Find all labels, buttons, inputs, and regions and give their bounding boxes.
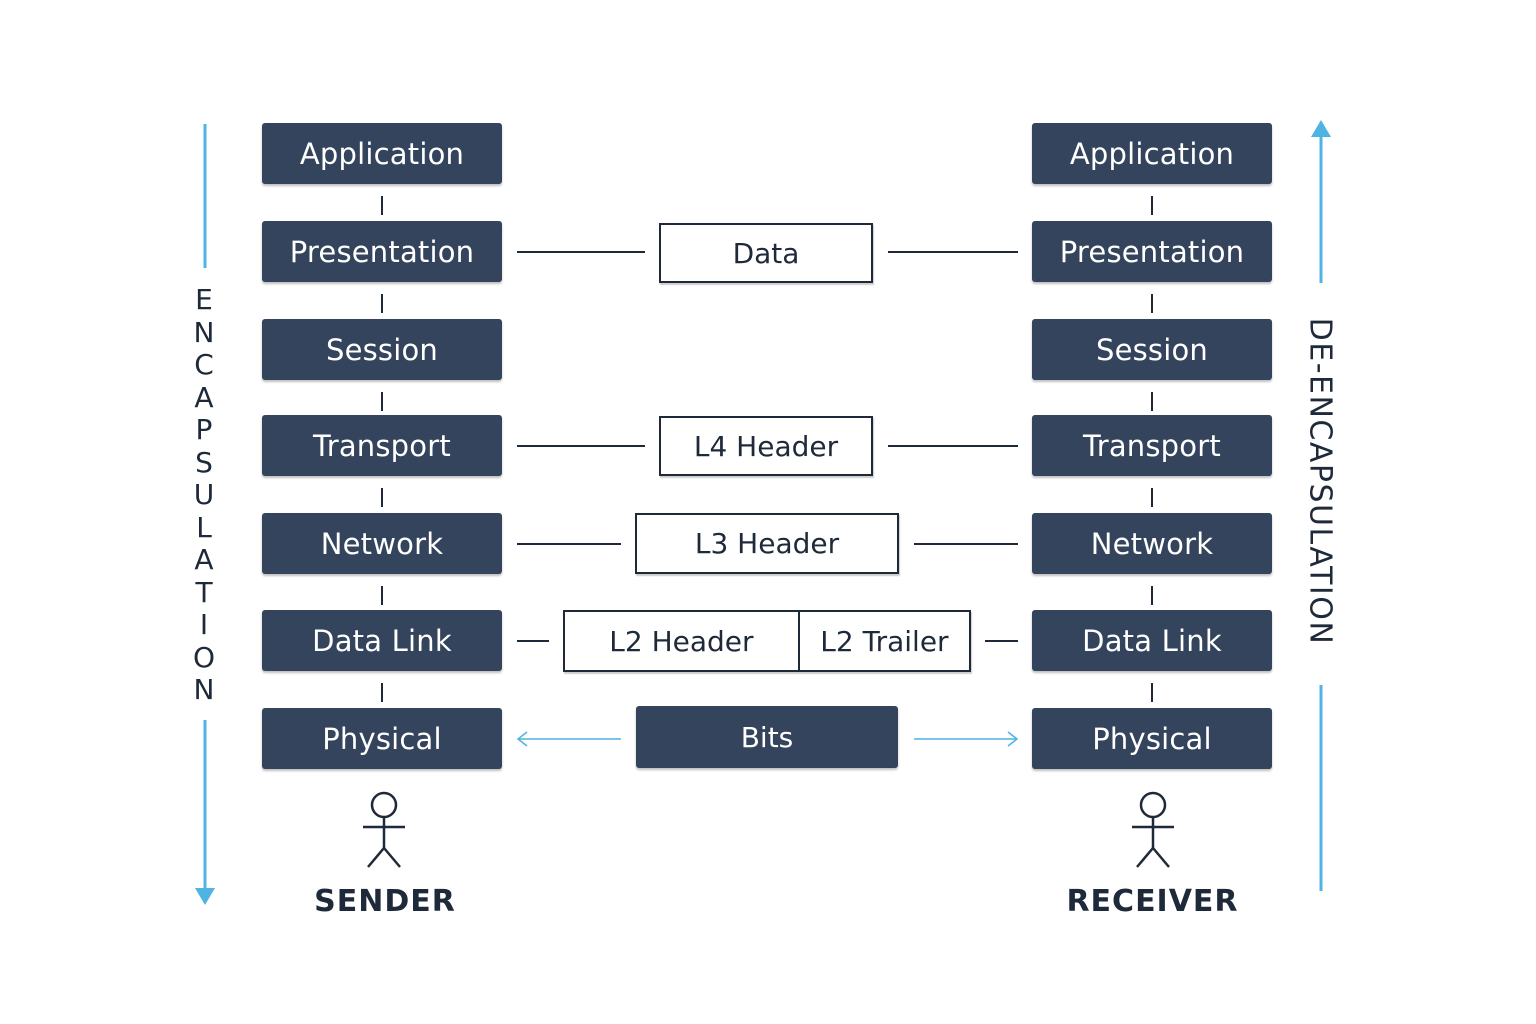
encapsulation-letter: O [192,640,216,674]
encapsulation-letter: L [196,510,212,544]
encapsulation-letter: A [194,543,214,576]
receiver-stick-figure-icon [1132,791,1174,868]
pdu-l4-header: L4 Header [659,416,873,476]
sender-label: SENDER [314,884,456,919]
sender-layer-application: Application [262,123,502,184]
connector-line [517,251,645,253]
connector-line [985,640,1018,642]
sender-layer-data-link: Data Link [262,610,502,671]
pdu-l2-frame: L2 Header L2 Trailer [563,610,971,672]
receiver-layer-network: Network [1032,513,1272,574]
connector-line [517,445,645,447]
bits-arrow-left [516,731,621,747]
sender-layer-session: Session [262,319,502,380]
pdu-bits: Bits [636,706,898,768]
layer-connector [1151,586,1153,605]
connector-line [914,543,1018,545]
pdu-data: Data [659,223,873,283]
sender-layer-physical: Physical [262,708,502,769]
layer-connector [381,294,383,313]
encapsulation-letter: E [195,283,213,316]
encapsulation-arrow [195,124,215,905]
receiver-layer-physical: Physical [1032,708,1272,769]
receiver-label: RECEIVER [1066,884,1239,919]
de-encapsulation-label: DE-ENCAPSULATION [1302,317,1338,646]
receiver-layer-presentation: Presentation [1032,221,1272,282]
layer-connector [1151,683,1153,702]
connector-line [888,251,1018,253]
receiver-layer-session: Session [1032,319,1272,380]
arrow-down-icon [195,888,215,905]
receiver-layer-data-link: Data Link [1032,610,1272,671]
layer-connector [381,683,383,702]
encapsulation-letter: C [194,348,214,381]
encapsulation-letter: A [194,380,214,414]
encapsulation-letter: S [195,445,213,479]
encapsulation-letter: I [199,608,209,641]
pdu-l2-trailer: L2 Trailer [820,624,949,658]
layer-connector [1151,392,1153,411]
bits-arrow-right [914,731,1019,747]
layer-connector [381,586,383,605]
layer-connector [381,488,383,507]
arrow-up-icon [1311,120,1331,137]
connector-line [517,640,549,642]
layer-connector [1151,488,1153,507]
de-encapsulation-arrow [1311,120,1331,891]
sender-layer-transport: Transport [262,415,502,476]
encapsulation-letter: U [193,478,215,511]
encapsulation-letter: N [193,315,215,349]
layer-connector [381,196,383,215]
layer-connector [1151,294,1153,313]
encapsulation-letter: T [195,575,213,609]
connector-line [517,543,621,545]
encapsulation-letter: N [193,673,215,706]
sender-stick-figure-icon [363,791,405,868]
sender-layer-network: Network [262,513,502,574]
connector-line [888,445,1018,447]
receiver-layer-application: Application [1032,123,1272,184]
layer-connector [1151,196,1153,215]
layer-connector [381,392,383,411]
encapsulation-letter: P [195,413,213,446]
receiver-layer-transport: Transport [1032,415,1272,476]
pdu-l3-header: L3 Header [635,513,899,574]
sender-layer-presentation: Presentation [262,221,502,282]
pdu-l2-header: L2 Header [565,612,800,670]
